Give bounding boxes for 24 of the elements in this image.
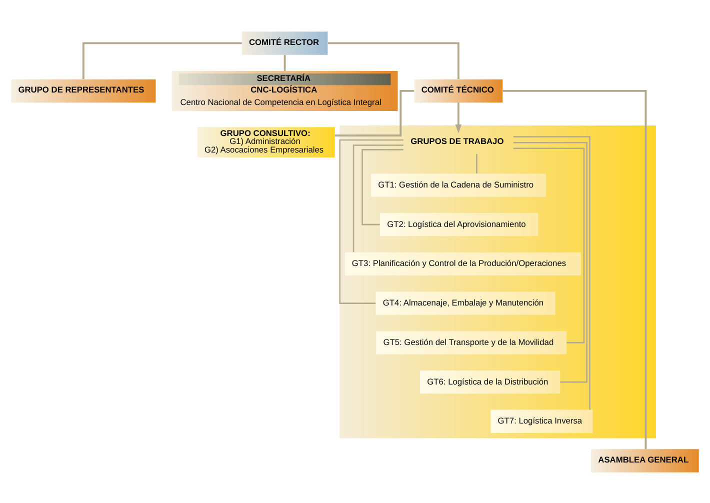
connector [328, 42, 460, 79]
connector [352, 144, 404, 252]
node-box: GT3: Planificación y Control de la Produción/Operaciones [344, 252, 582, 276]
connector [82, 42, 242, 79]
connector [339, 138, 404, 304]
node-box: GT1: Gestión de la Cadena de Suministro [370, 173, 546, 196]
node-box: GT4: Almacenaje, Embalaje y Manutención [376, 291, 556, 314]
node-box: COMITÉ TÉCNICO [414, 78, 503, 102]
node-box: GT7: Logística Inversa [490, 409, 593, 433]
node-text: GRUPOS DE TRABAJO [410, 135, 504, 146]
connector [362, 148, 404, 225]
arrow [455, 102, 462, 133]
connector [284, 54, 286, 70]
node-box: GT6: Logística de la Distribución [420, 370, 560, 394]
connector [513, 147, 585, 343]
connector [502, 90, 647, 449]
node-box: GRUPO CONSULTIVO: G1) Administración G2) Asocaciones Empresariales [197, 126, 335, 157]
connector [476, 154, 478, 173]
node-box: SECRETARÍA CNC-LOGÍSTICA Centro Nacional de Competencia en Logística Integral [172, 70, 398, 110]
node-box: ASAMBLEA GENERAL [591, 448, 699, 472]
node-box: GT2: Logística del Aprovisionamiento [380, 212, 538, 236]
node-box: GRUPO DE REPRESENTANTES [11, 78, 156, 102]
node-box: GT5: Gestión del Transporte y de la Movilidad [376, 330, 567, 354]
node-box: COMITÉ RECTOR [242, 31, 328, 54]
